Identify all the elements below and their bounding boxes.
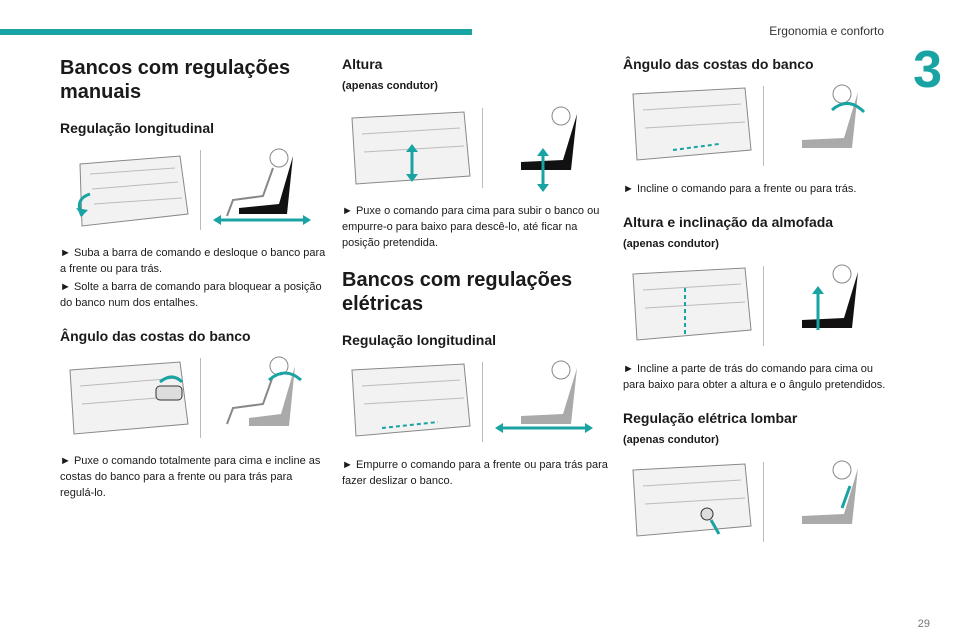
- seat-detail-illustration: [632, 463, 752, 537]
- header-accent-bar: [0, 29, 472, 35]
- seated-figure-icon: [802, 264, 858, 330]
- seated-figure-icon: [521, 106, 577, 192]
- seated-figure-icon: [495, 360, 593, 433]
- heading-backrest-manual: Ângulo das costas do banco: [60, 327, 251, 344]
- chapter-number: 3: [913, 41, 942, 99]
- seat-detail-illustration: [76, 155, 189, 227]
- seat-detail-illustration: [632, 267, 752, 341]
- main-title-manual: Bancos com regulações manuais: [60, 57, 291, 103]
- divider: [200, 150, 201, 230]
- paragraph: ► Incline a parte de trás do comando par…: [623, 362, 886, 391]
- paragraph: ► Puxe o comando totalmente para cima e …: [60, 454, 321, 499]
- heading-longitudinal-electric: Regulação longitudinal: [342, 331, 497, 348]
- seated-figure-icon: [802, 460, 858, 524]
- illustration-longitudinal-electric: [342, 356, 610, 448]
- driver-only-note: (apenas condutor): [342, 80, 438, 92]
- divider: [763, 265, 764, 346]
- illustration-backrest-manual: [60, 352, 328, 444]
- seat-detail-illustration: [632, 87, 752, 161]
- illustration-longitudinal-manual: [60, 144, 328, 236]
- paragraph: ► Solte a barra de comando para bloquear…: [60, 280, 322, 309]
- heading-backrest-electric: Ângulo das costas do banco: [623, 56, 814, 72]
- section-title: Ergonomia e conforto: [769, 24, 884, 38]
- illustration-backrest-electric: [623, 80, 891, 172]
- driver-only-note: (apenas condutor): [623, 237, 719, 250]
- seated-figure-icon: [213, 148, 311, 225]
- seat-detail-illustration: [351, 111, 471, 185]
- paragraph: ► Puxe o comando para cima para subir o …: [342, 205, 600, 249]
- seat-detail-illustration: [351, 363, 471, 437]
- seat-detail-illustration: [69, 361, 189, 435]
- page-number: 29: [917, 618, 930, 630]
- column-1: Bancos com regulações manuais Regulação …: [60, 56, 328, 504]
- heading-lumbar: Regulação elétrica lombar: [623, 409, 798, 426]
- divider: [200, 357, 201, 438]
- divider: [763, 86, 764, 166]
- paragraph: ► Incline o comando para a frente ou par…: [623, 183, 857, 195]
- driver-only-note: (apenas condutor): [623, 433, 719, 446]
- seated-figure-icon: [226, 356, 302, 426]
- column-2: Altura (apenas condutor) ► Puxe o comand…: [342, 56, 610, 492]
- illustration-height: [342, 102, 610, 194]
- divider: [763, 461, 764, 542]
- heading-longitudinal-manual: Regulação longitudinal: [60, 120, 215, 136]
- column-3: Ângulo das costas do banco ► Incline o c…: [623, 56, 891, 558]
- heading-cushion: Altura e inclinação da almofada: [623, 213, 834, 230]
- heading-height: Altura: [342, 56, 383, 72]
- main-title-electric: Bancos com regulações elétricas: [342, 268, 573, 315]
- paragraph: ► Suba a barra de comando e desloque o b…: [60, 247, 326, 275]
- divider: [482, 361, 483, 442]
- seated-figure-icon: [802, 84, 866, 148]
- divider: [482, 108, 483, 188]
- illustration-lumbar: [623, 456, 891, 548]
- illustration-cushion: [623, 260, 891, 352]
- paragraph: ► Empurre o comando para a frente ou par…: [342, 458, 608, 487]
